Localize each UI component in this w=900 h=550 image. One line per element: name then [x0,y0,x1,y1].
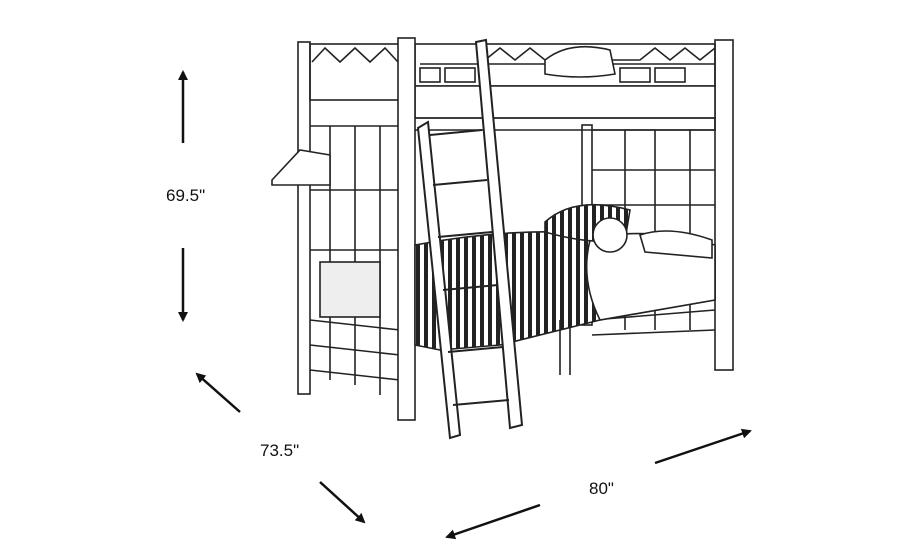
depth-arrows [195,372,366,524]
depth-dimension-label: 73.5" [260,441,300,460]
width-dimension-label: 80" [589,479,614,498]
height-dimension-label: 69.5" [166,186,206,205]
bed-frame [271,37,734,440]
width-arrows [445,428,752,540]
